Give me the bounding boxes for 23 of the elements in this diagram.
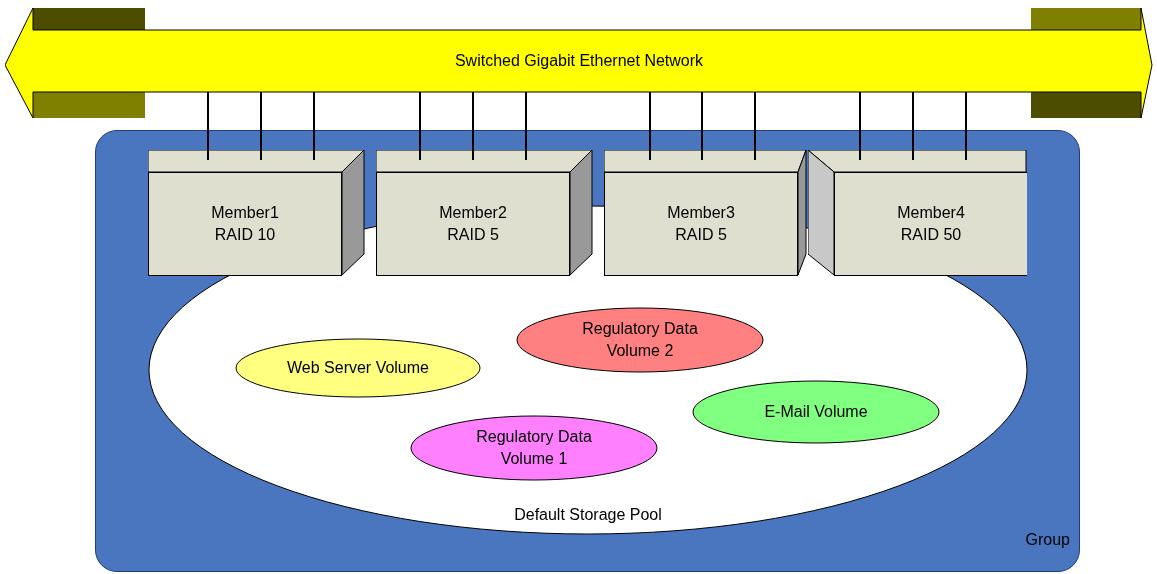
connector-line — [207, 91, 209, 161]
pool-label: Default Storage Pool — [514, 505, 662, 525]
volume-label: E-Mail Volume — [763, 402, 869, 422]
connector-line — [472, 91, 474, 161]
connector-line — [912, 91, 914, 161]
connector-line — [419, 91, 421, 161]
member-label: Member1 RAID 10 — [210, 203, 280, 245]
connector-line — [313, 91, 315, 161]
connector-line — [965, 91, 967, 161]
member-label: Member3 RAID 5 — [666, 203, 736, 245]
group-label: Group — [1025, 531, 1070, 548]
volume-label: Web Server Volume — [286, 358, 430, 378]
member-label: Member4 RAID 50 — [896, 203, 966, 245]
network-label: Switched Gigabit Ethernet Network — [454, 51, 704, 71]
connector-line — [754, 91, 756, 161]
connector-line — [701, 91, 703, 161]
volume-label: Regulatory Data Volume 1 — [475, 427, 593, 469]
connector-line — [525, 91, 527, 161]
member-label: Member2 RAID 5 — [438, 203, 508, 245]
volume-label: Regulatory Data Volume 2 — [581, 319, 699, 361]
connector-line — [260, 91, 262, 161]
connector-line — [649, 91, 651, 161]
connector-line — [859, 91, 861, 161]
